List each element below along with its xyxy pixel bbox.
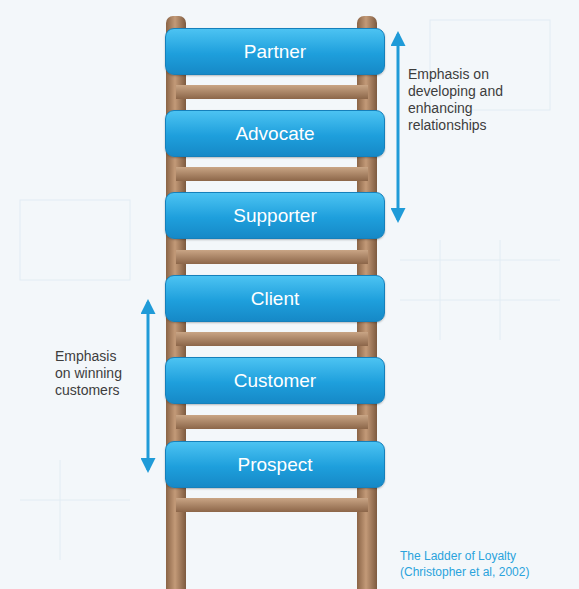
range-arrow [397, 34, 400, 220]
rung-label: Supporter [233, 205, 316, 227]
figure-caption: The Ladder of Loyalty (Christopher et al… [400, 548, 560, 580]
range-note: Emphasis on winning customers [55, 348, 131, 399]
ladder-rung-box: Client [165, 275, 385, 322]
rung-label: Customer [234, 370, 316, 392]
background-grid [20, 20, 560, 560]
ladder-rung-box: Advocate [165, 110, 385, 157]
ladder-rung-box: Partner [165, 28, 385, 75]
rung-label: Partner [244, 41, 306, 63]
ladder-rung-box: Supporter [165, 192, 385, 239]
rung-label: Client [251, 288, 300, 310]
ladder-rung-box: Customer [165, 357, 385, 404]
rung-label: Prospect [238, 454, 313, 476]
ladder-rung-box: Prospect [165, 441, 385, 488]
range-note: Emphasis on developing and enhancing rel… [408, 66, 523, 134]
rung-label: Advocate [235, 123, 314, 145]
range-arrow [147, 302, 150, 470]
